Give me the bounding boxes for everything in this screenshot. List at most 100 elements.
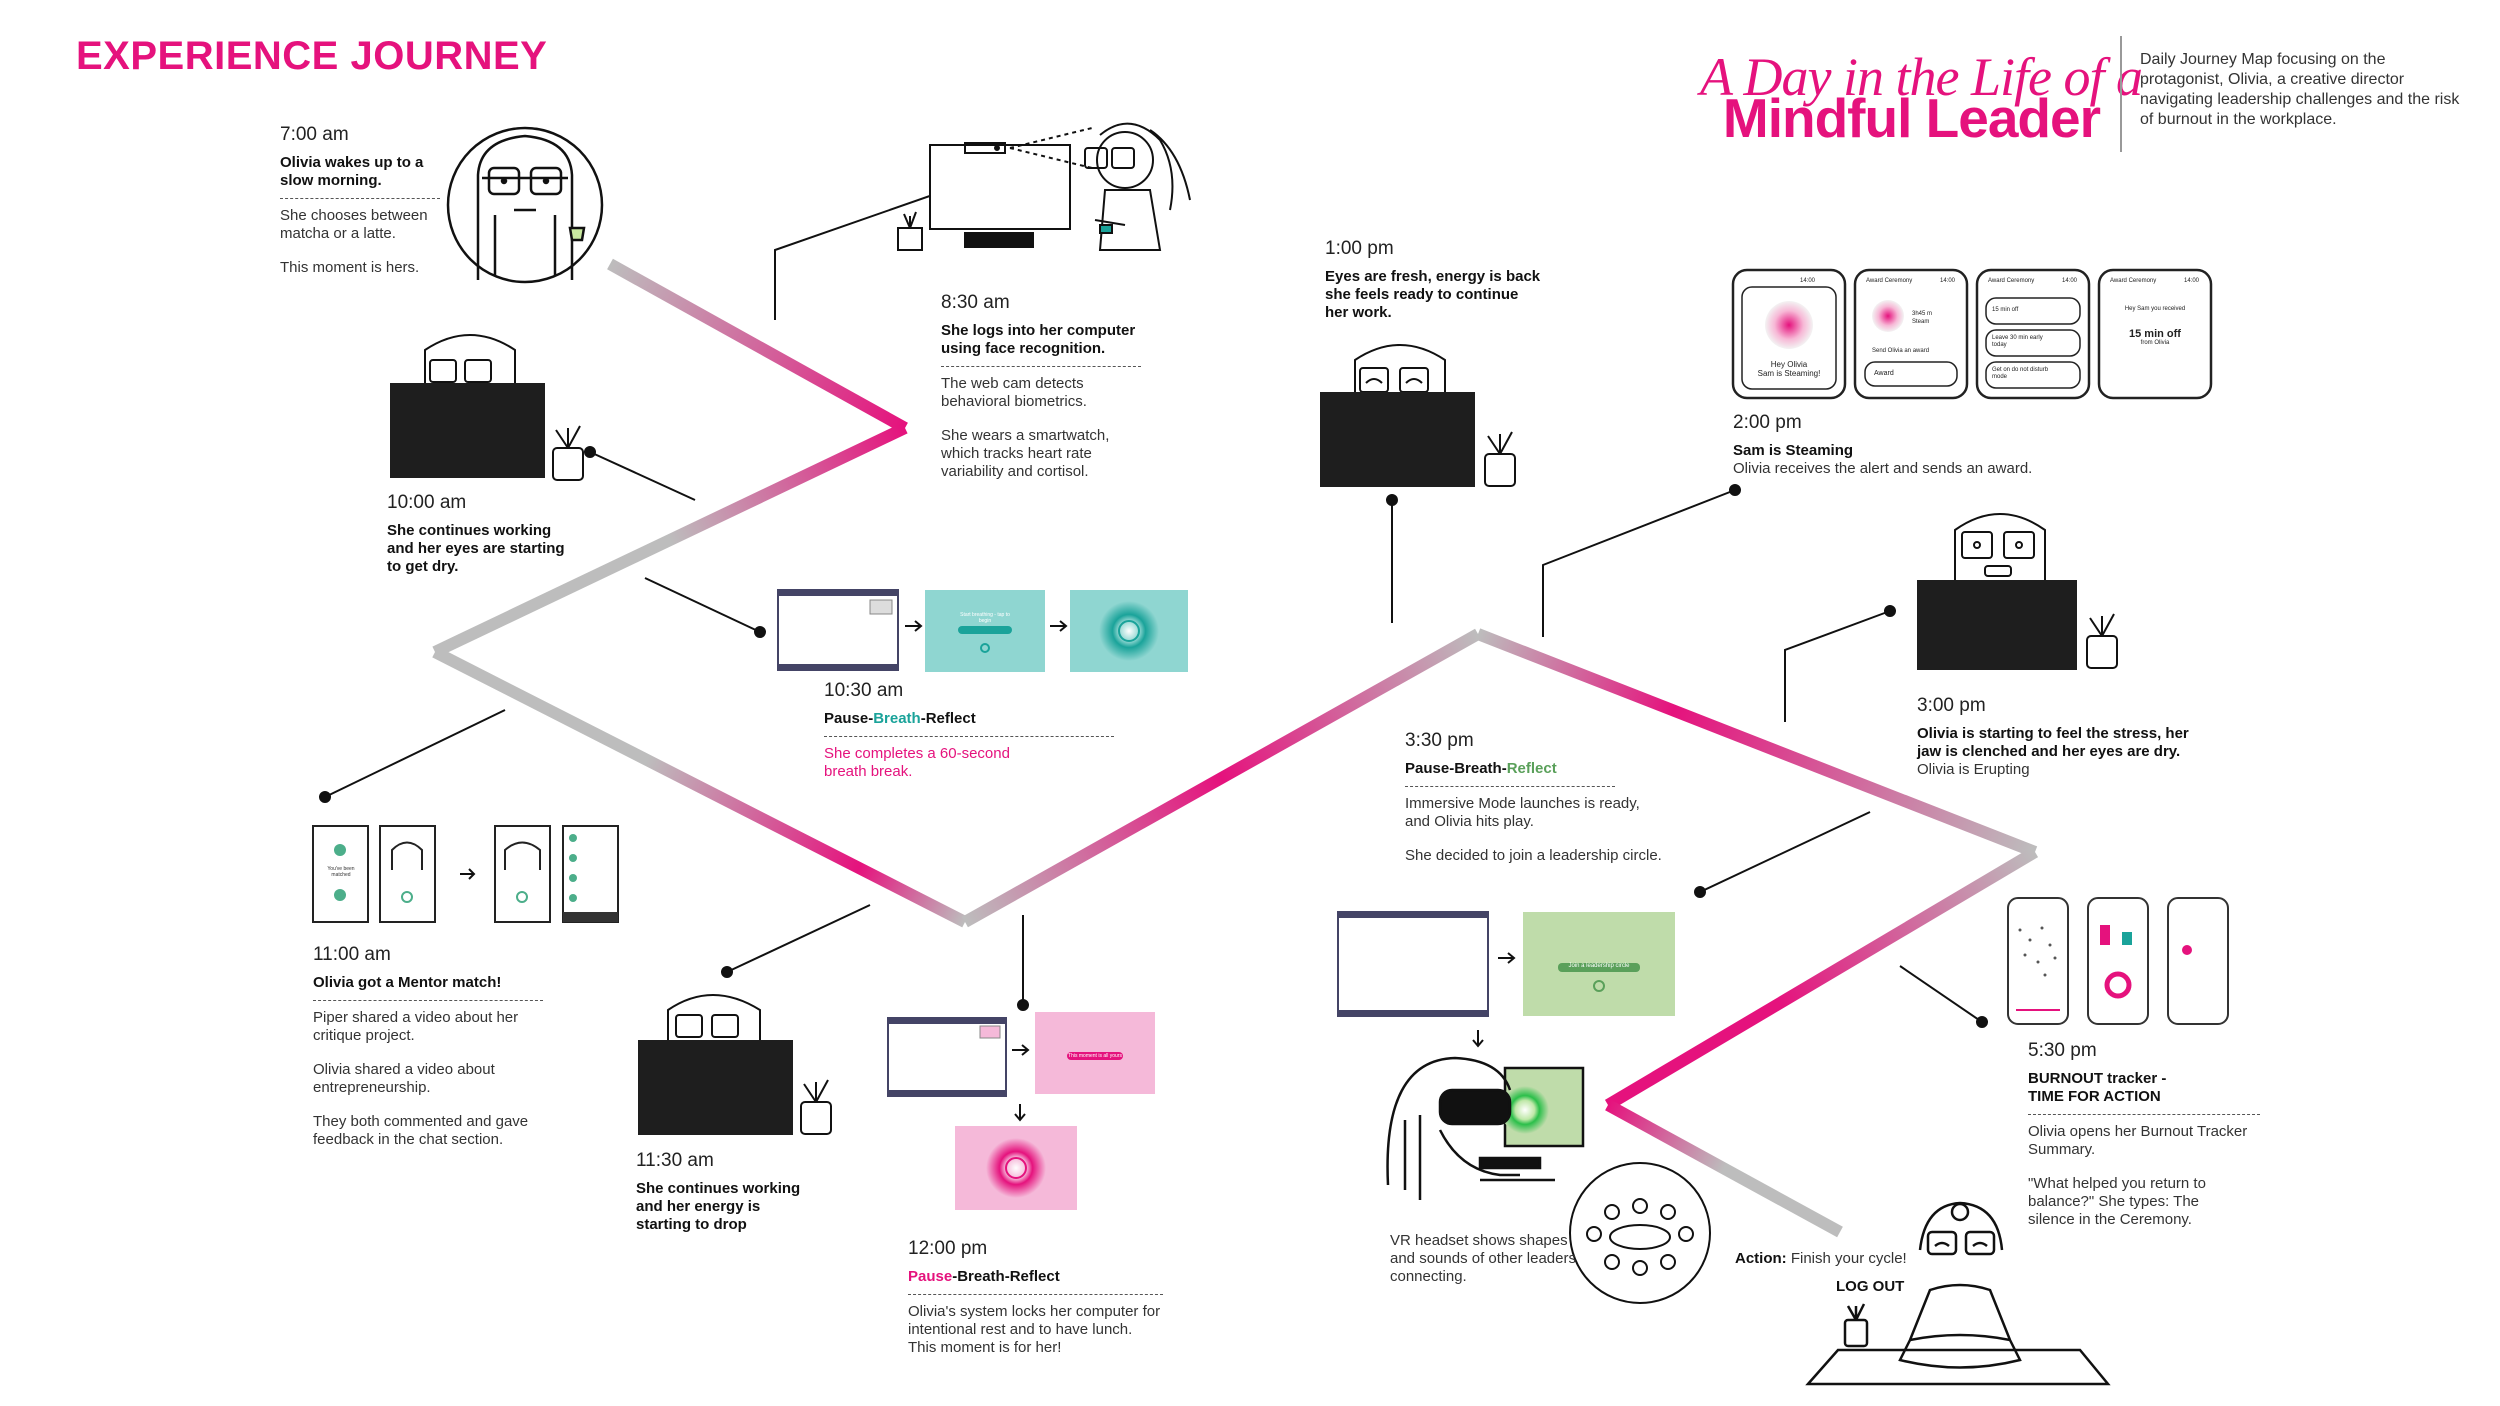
divider (824, 736, 1114, 737)
watch3-time: 14:00 (2062, 278, 2078, 284)
moment-heading: Sam is Steaming (1733, 442, 1854, 459)
moment-time: 10:30 am (824, 680, 904, 701)
moment-text: She chooses between matcha or a latte. (280, 207, 428, 242)
watch3-option[interactable]: Leave 30 min early today (1992, 335, 2043, 348)
watch3-option[interactable]: 15 min off (1992, 307, 2019, 313)
moment-heading: Pause-Breath-Reflect (824, 710, 1114, 728)
moment-text: "What helped you return to balance?" She… (2028, 1175, 2206, 1228)
moment-0700: 7:00 am Olivia wakes up to a slow mornin… (280, 124, 440, 277)
pink-screen-button-label: This moment is all yours (1068, 1053, 1122, 1059)
watch3-title: Award Ceremony (1988, 278, 2035, 284)
watch3-option[interactable]: Get on do not disturb mode (1992, 367, 2049, 380)
divider (313, 1000, 543, 1001)
breath-break-screens (777, 589, 1188, 672)
moment-text: Immersive Mode launches is ready, and Ol… (1405, 795, 1640, 830)
action-label: Action: (1735, 1250, 1787, 1267)
watch1-time: 14:00 (1800, 278, 1816, 284)
stressed-working-illustration (1917, 513, 2118, 670)
moment-1200: 12:00 pm Pause-Breath-Reflect Olivia's s… (908, 1238, 1163, 1357)
moment-1100: 11:00 am Olivia got a Mentor match! Pipe… (313, 944, 543, 1149)
moment-time: 3:30 pm (1405, 730, 1474, 751)
moment-heading: Pause-Breath-Reflect (908, 1268, 1163, 1286)
moment-text: Piper shared a video about her critique … (313, 1009, 519, 1044)
burnout-tracker-phones (2007, 897, 2229, 1025)
vr-caption: VR headset shows shapes and sounds of ot… (1390, 1232, 1576, 1285)
heading-highlight: Breath (873, 710, 921, 727)
smartwatch-screens (1731, 268, 2213, 400)
watch2-award-button[interactable]: Award (1874, 370, 1894, 377)
moment-1500: 3:00 pm Olivia is starting to feel the s… (1917, 695, 2217, 779)
moment-time: 1:00 pm (1325, 238, 1394, 259)
moment-0830: 8:30 am She logs into her computer using… (941, 292, 1141, 481)
lunch-lock-screens (887, 1012, 1155, 1210)
meditating-woman-illustration (1805, 1201, 2111, 1386)
leadership-circle-icon (1569, 1162, 1711, 1304)
moment-text: They both commented and gave feedback in… (313, 1113, 529, 1148)
moment-text: This moment is hers. (280, 259, 420, 276)
page-title: EXPERIENCE JOURNEY (76, 34, 548, 78)
connector-lines (319, 162, 1988, 1028)
final-action: Action: Finish your cycle! (1735, 1250, 1907, 1268)
face-recognition-illustration (897, 122, 1191, 251)
woman-portrait-illustration (446, 126, 604, 284)
heading-part: -Breath-Reflect (952, 1268, 1060, 1285)
moment-text: She decided to join a leadership circle. (1405, 847, 1662, 864)
green-screen-button-label: Join a leadership circle (1568, 963, 1630, 969)
watch4-line: from Olivia (2140, 340, 2170, 346)
moment-time: 5:30 pm (2028, 1040, 2097, 1061)
header-divider (2120, 36, 2122, 152)
divider (941, 366, 1141, 367)
moment-time: 12:00 pm (908, 1238, 988, 1259)
moment-1130: 11:30 am She continues working and her e… (636, 1150, 816, 1234)
watch4-award: 15 min off (2129, 328, 2181, 340)
watch4-line: Hey Sam you received (2124, 306, 2186, 312)
watch4-time: 14:00 (2184, 278, 2200, 284)
watch2-time: 14:00 (1940, 278, 1956, 284)
watch2-title: Award Ceremony (1866, 278, 1913, 284)
heading-part: Pause- (824, 710, 874, 727)
divider (908, 1294, 1163, 1295)
mentor-card-label: You've been matched (327, 866, 355, 878)
divider (1405, 786, 1615, 787)
moment-heading: BURNOUT tracker - TIME FOR ACTION (2028, 1070, 2167, 1105)
heading-highlight: Pause (908, 1268, 953, 1285)
teal-screen-button-label: Start breathing - tap to begin (960, 612, 1010, 624)
logout-label[interactable]: LOG OUT (1836, 1278, 1905, 1295)
heading-highlight: Reflect (1506, 760, 1557, 777)
refreshed-working-illustration (1320, 344, 1516, 487)
action-text: Finish your cycle! (1790, 1250, 1907, 1267)
moment-heading: Eyes are fresh, energy is back she feels… (1325, 268, 1541, 321)
moment-time: 8:30 am (941, 292, 1010, 313)
moment-text: Olivia opens her Burnout Tracker Summary… (2028, 1123, 2248, 1158)
moment-1730: 5:30 pm BURNOUT tracker - TIME FOR ACTIO… (2028, 1040, 2260, 1229)
journey-path (432, 258, 2039, 1238)
moment-1030: 10:30 am Pause-Breath-Reflect She comple… (824, 680, 1114, 781)
moment-text: Olivia receives the alert and sends an a… (1733, 460, 2033, 477)
moment-time: 7:00 am (280, 124, 349, 145)
moment-heading: She continues working and her eyes are s… (387, 522, 565, 575)
immersive-mode-screens (1337, 911, 1675, 1048)
heading-part: -Reflect (920, 710, 976, 727)
moment-1530: 3:30 pm Pause-Breath-Reflect Immersive M… (1405, 730, 1665, 865)
moment-heading: Pause-Breath-Reflect (1405, 760, 1665, 778)
moment-text: She completes a 60-second breath break. (824, 745, 1010, 780)
moment-heading: Olivia wakes up to a slow morning. (280, 154, 424, 189)
moment-text: Olivia shared a video about entrepreneur… (313, 1061, 495, 1096)
watch2-side: 3h45 m Steam (1912, 310, 1932, 326)
hero-subtitle: A Day in the Life of a (1700, 47, 2143, 107)
moment-1400: 2:00 pm Sam is Steaming Olivia receives … (1733, 412, 2053, 478)
moment-1000: 10:00 am She continues working and her e… (387, 492, 577, 576)
watch1-message: Hey Olivia Sam is Steaming! (1752, 360, 1826, 378)
watch2-side-line: Steam (1912, 319, 1930, 325)
moment-heading: Olivia is starting to feel the stress, h… (1917, 725, 2189, 760)
divider (2028, 1114, 2260, 1115)
hero-title: Mindful Leader (1722, 87, 2101, 149)
watch1-line: Sam is Steaming! (1757, 369, 1821, 378)
tired-working-illustration (638, 994, 832, 1135)
watch1-line: Hey Olivia (1770, 360, 1808, 369)
moment-time: 2:00 pm (1733, 412, 1802, 433)
vr-headset-illustration (1386, 1056, 1585, 1200)
moment-text: She wears a smartwatch, which tracks hea… (941, 427, 1110, 480)
moment-time: 11:30 am (636, 1150, 714, 1171)
